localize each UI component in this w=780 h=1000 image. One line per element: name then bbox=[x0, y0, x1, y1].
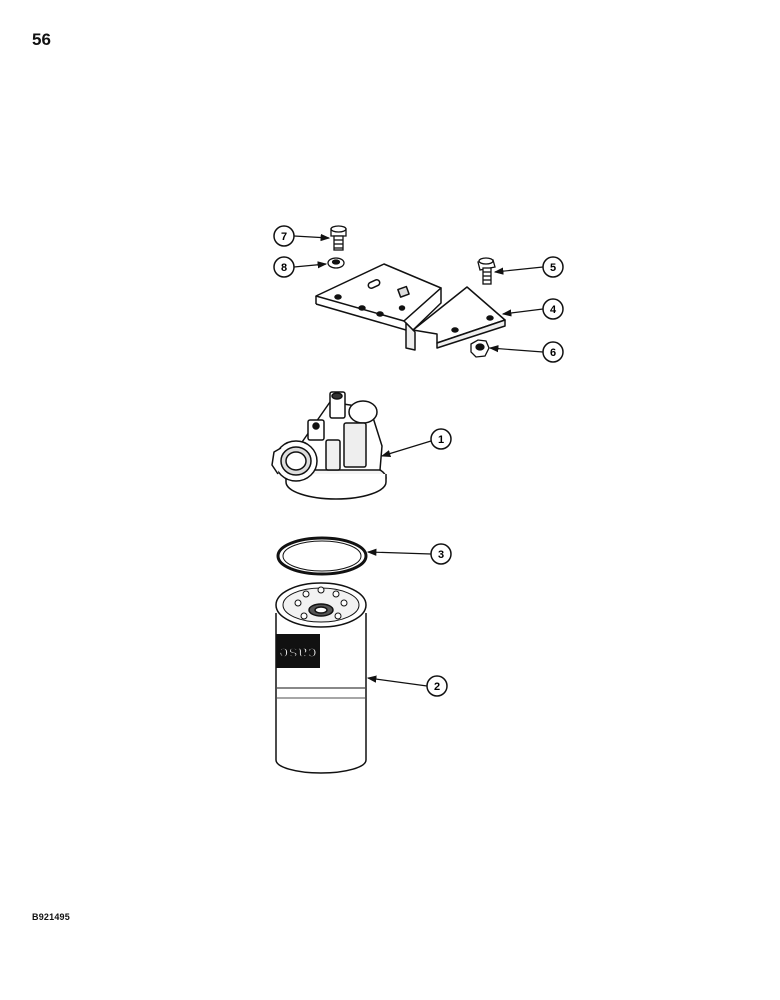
bolt-7 bbox=[330, 225, 347, 251]
callout-4: 4 bbox=[501, 298, 564, 320]
svg-text:8: 8 bbox=[281, 262, 287, 274]
filter-head-1 bbox=[271, 391, 387, 500]
svg-text:1: 1 bbox=[438, 434, 444, 446]
svg-text:4: 4 bbox=[550, 304, 557, 316]
seal-ring-3 bbox=[276, 536, 368, 576]
filter-cartridge-2: case bbox=[275, 582, 367, 774]
lock-washer-8 bbox=[327, 257, 345, 269]
callout-3: 3 bbox=[366, 543, 452, 565]
callout-2: 2 bbox=[366, 675, 448, 697]
callout-7: 7 bbox=[273, 225, 331, 247]
bolt-5 bbox=[477, 257, 496, 285]
callout-6: 6 bbox=[488, 341, 564, 363]
nut-6 bbox=[470, 339, 490, 358]
figure-id: B921495 bbox=[32, 912, 70, 922]
svg-text:6: 6 bbox=[550, 347, 556, 359]
svg-text:2: 2 bbox=[434, 681, 440, 693]
mounting-bracket-4 bbox=[315, 263, 506, 351]
svg-text:5: 5 bbox=[550, 262, 556, 274]
page-number: 56 bbox=[32, 30, 51, 49]
brand-label: case bbox=[279, 644, 317, 663]
callout-5: 5 bbox=[493, 256, 564, 278]
callout-1: 1 bbox=[380, 428, 452, 457]
svg-text:3: 3 bbox=[438, 549, 444, 561]
svg-text:7: 7 bbox=[281, 231, 287, 243]
callout-8: 8 bbox=[273, 256, 328, 278]
